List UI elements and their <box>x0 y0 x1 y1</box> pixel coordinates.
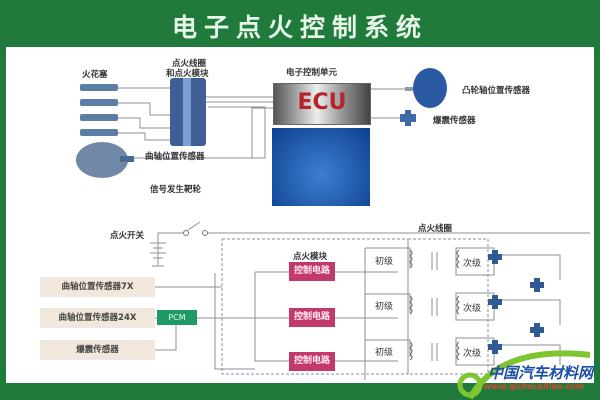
control-circuit-1: 控制电路 <box>289 262 335 281</box>
cam-sensor-label: 凸轮轴位置传感器 <box>462 86 531 96</box>
page-title: 电子点火控制系统 <box>171 13 428 42</box>
secondary-label-3: 次级 <box>463 349 482 359</box>
ecu-board-image <box>272 128 370 206</box>
watermark-name: 中国汽车材料网 <box>488 364 594 382</box>
ignition-switch-label: 点火开关 <box>110 231 145 241</box>
knock-sensor-label: 爆震传感器 <box>433 116 476 126</box>
control-circuit-3: 控制电路 <box>289 352 335 371</box>
ecu-text: ECU <box>297 90 347 115</box>
crank-sensor-24x-box: 曲轴位置传感器24X <box>40 308 155 328</box>
primary-label-3: 初级 <box>375 348 394 358</box>
spark-plug-label: 火花塞 <box>82 70 108 80</box>
coil-label-line2: 和点火模块 <box>166 69 209 79</box>
primary-label-2: 初级 <box>375 302 394 312</box>
pcm-block: PCM <box>157 310 197 325</box>
watermark-url: www.qichecailiao.com <box>484 382 584 391</box>
secondary-label-1: 次级 <box>463 259 482 269</box>
secondary-label-2: 次级 <box>463 304 482 314</box>
crank-sensor-7x-box: 曲轴位置传感器7X <box>40 277 155 297</box>
control-circuit-2: 控制电路 <box>289 308 335 327</box>
signal-wheel-label: 信号发生靶轮 <box>150 185 202 195</box>
knock-sensor-box: 爆震传感器 <box>40 340 155 360</box>
coil-label-line1: 点火线圈 <box>172 59 207 69</box>
crank-sensor-label: 曲轴位置传感器 <box>145 152 205 162</box>
ecu-caption: 电子控制单元 <box>286 68 338 78</box>
ecu-block: ECU <box>273 83 371 125</box>
primary-label-1: 初级 <box>375 257 394 267</box>
ignition-coil-label: 点火线圈 <box>418 224 453 234</box>
ignition-module-label: 点火模块 <box>293 252 328 262</box>
